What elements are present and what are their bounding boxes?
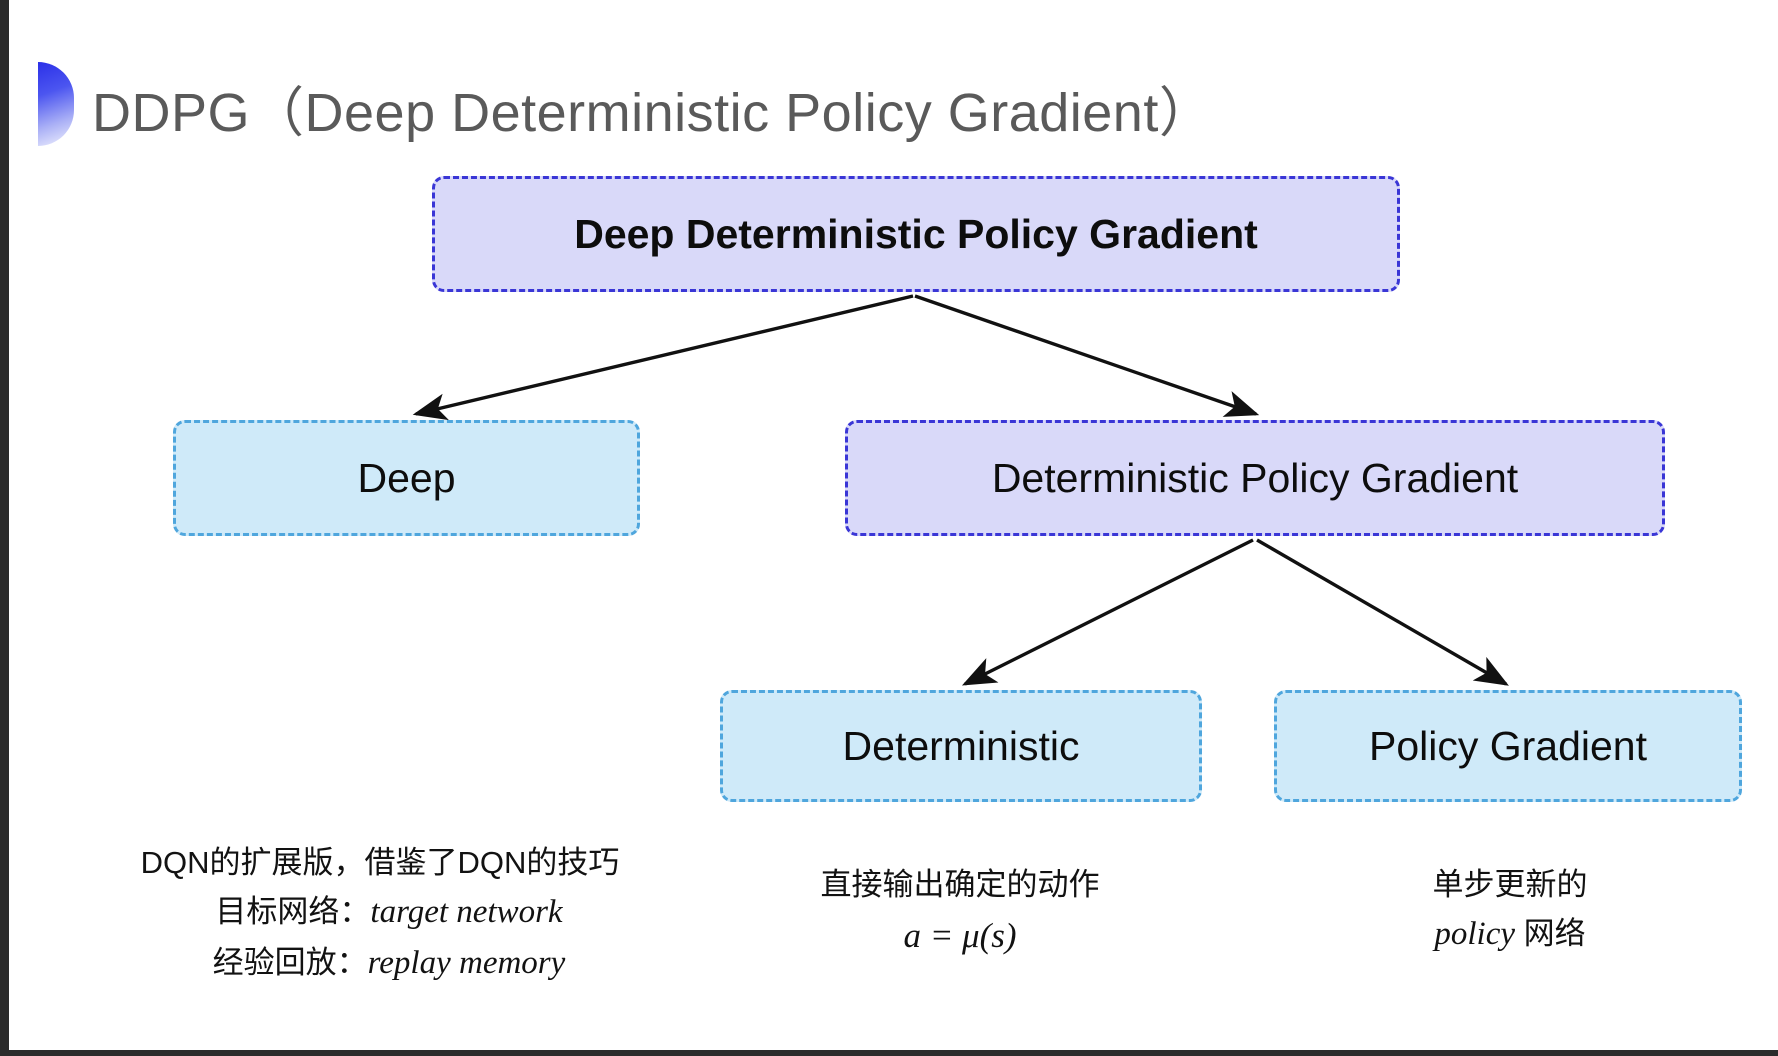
node-deep[interactable]: Deep	[173, 420, 640, 536]
node-deterministic-policy-gradient[interactable]: Deterministic Policy Gradient	[845, 420, 1665, 536]
frame-bottom-edge	[0, 1050, 1778, 1056]
node-deterministic[interactable]: Deterministic	[720, 690, 1202, 802]
caption-deterministic: 直接输出确定的动作 a = μ(s)	[700, 860, 1220, 965]
caption-deep-line3: 经验回放：replay memory	[212, 944, 566, 981]
node-deep-deterministic-policy-gradient[interactable]: Deep Deterministic Policy Gradient	[432, 176, 1400, 292]
frame-left-edge	[0, 0, 9, 1056]
page-title: DDPG（Deep Deterministic Policy Gradient）	[92, 83, 1214, 143]
caption-deep-line1: DQN的扩展版，借鉴了DQN的技巧	[140, 845, 620, 880]
title-bullet-icon	[38, 62, 74, 146]
caption-deterministic-line1: 直接输出确定的动作	[820, 867, 1100, 902]
edge-dpg-to-policy-gradient	[1256, 538, 1509, 686]
caption-policy-gradient-line1: 单步更新的	[1432, 867, 1588, 902]
caption-policy-gradient-line2: policy 网络	[1434, 915, 1586, 952]
caption-deep: DQN的扩展版，借鉴了DQN的技巧 目标网络：target network 经验…	[100, 838, 660, 991]
caption-deterministic-formula: a = μ(s)	[903, 915, 1017, 955]
edge-dpg-to-deterministic	[961, 538, 1254, 686]
edge-root-to-dpg	[914, 294, 1260, 417]
caption-policy-gradient: 单步更新的 policy 网络	[1290, 860, 1730, 962]
edge-root-to-deep	[412, 294, 914, 421]
node-policy-gradient[interactable]: Policy Gradient	[1274, 690, 1742, 802]
caption-deep-line2: 目标网络：target network	[215, 893, 563, 930]
